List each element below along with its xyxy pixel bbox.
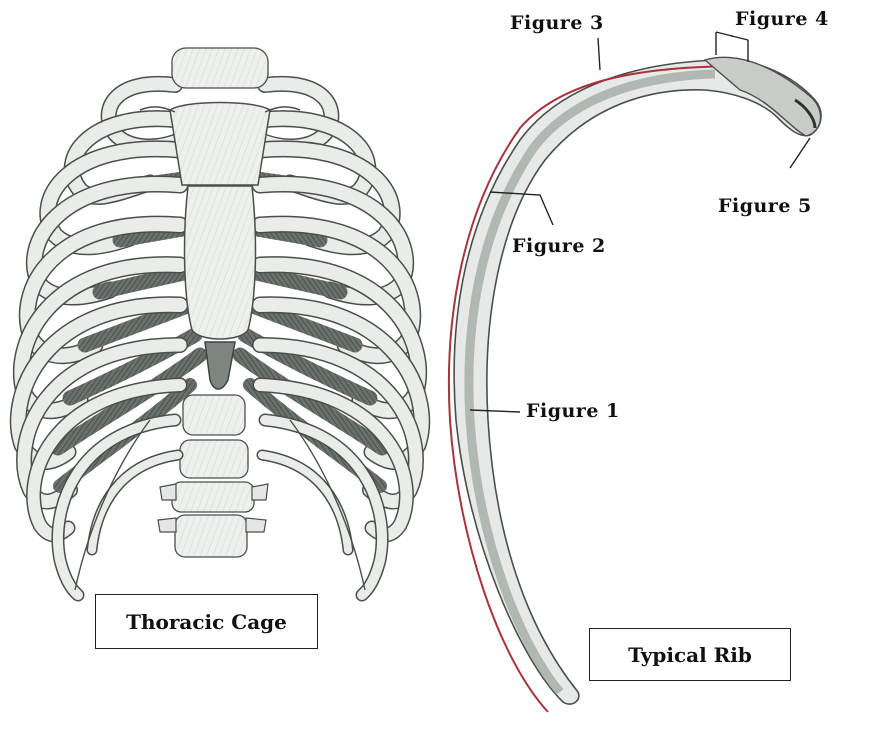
label-figure-5: Figure 5 <box>718 195 812 217</box>
typical-rib <box>447 31 822 713</box>
costal-margin-left <box>74 419 151 591</box>
leader-figure-3 <box>597 37 601 71</box>
label-figure-4: Figure 4 <box>735 8 829 30</box>
leader-lines <box>469 36 811 413</box>
caption-thoracic-cage: Thoracic Cage <box>95 594 318 649</box>
label-figure-3: Figure 3 <box>510 12 604 34</box>
vertebral-column <box>157 394 269 558</box>
label-figure-1: Figure 1 <box>526 400 620 422</box>
right-ribs <box>232 110 431 602</box>
caption-typical-rib: Typical Rib <box>589 628 791 681</box>
costal-margin-right <box>289 419 366 591</box>
leader-figure-1 <box>469 409 521 413</box>
thoracic-cage <box>9 47 431 602</box>
label-figure-2: Figure 2 <box>512 235 606 257</box>
left-ribs <box>9 110 208 602</box>
leader-figure-2 <box>489 191 554 226</box>
sternum <box>139 101 301 390</box>
leader-figure-5 <box>789 137 811 169</box>
